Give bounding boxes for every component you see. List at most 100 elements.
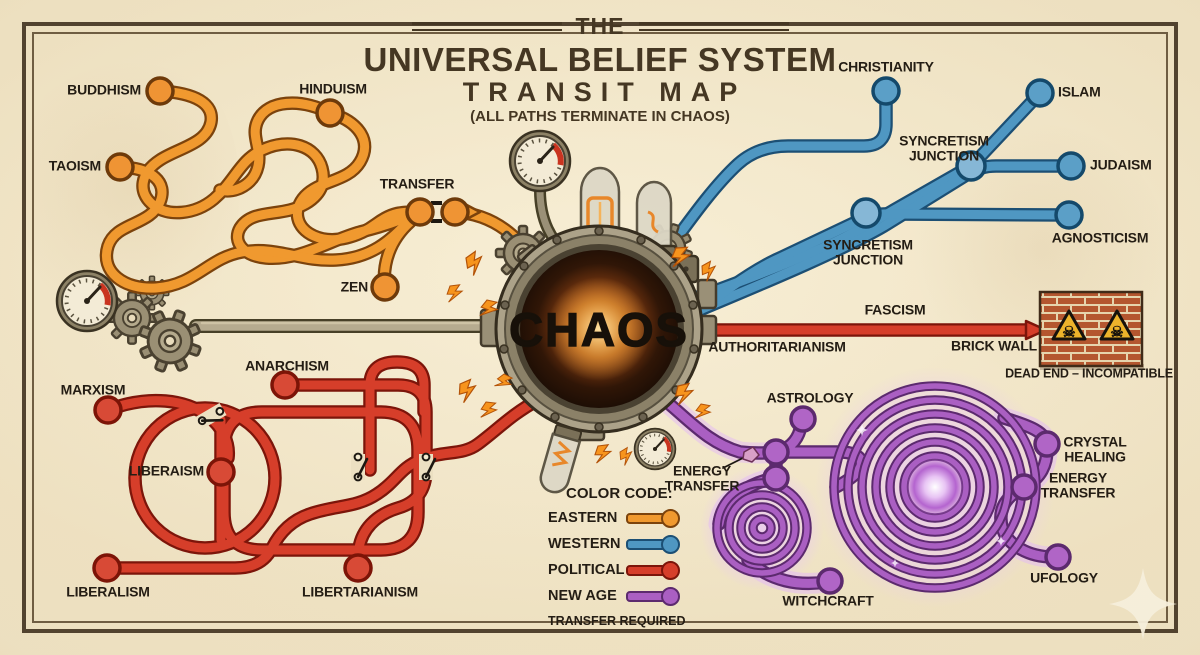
station-liberaism <box>206 457 236 487</box>
station-judaism <box>1056 151 1086 181</box>
legend-label: NEW AGE <box>548 588 617 604</box>
legend-station-dot <box>661 586 680 606</box>
legend-line-swatch <box>626 538 666 550</box>
station-transfer-b <box>440 197 470 227</box>
station-islam <box>1025 78 1055 108</box>
energy-orb-icon <box>905 457 965 517</box>
label-brick-wall: BRICK WALL <box>951 337 1037 354</box>
glass-vial-icon <box>539 424 583 494</box>
chaos-hub: CHAOS <box>479 131 718 494</box>
legend-label: POLITICAL <box>548 562 625 578</box>
label-zen: ZEN <box>340 278 369 295</box>
station-marxism <box>93 395 123 425</box>
legend-label: WESTERN <box>548 536 621 552</box>
label-taoism: TAOISM <box>48 157 101 174</box>
station-astrology <box>789 405 817 433</box>
label-energy-transfer-right: ENERGY TRANSFER <box>1040 469 1116 500</box>
label-buddhism: BUDDHISM <box>67 81 141 98</box>
pressure-gauge-icon <box>57 271 117 331</box>
new-age-lines <box>655 367 1072 607</box>
title-kicker: THE <box>575 13 625 39</box>
pressure-gauge-icon <box>510 131 570 191</box>
station-junction-2 <box>762 464 790 492</box>
legend-station-dot <box>661 508 680 528</box>
title-block: THE UNIVERSAL BELIEF SYSTEM TRANSIT MAP … <box>0 13 1200 125</box>
station-transfer-a <box>405 197 435 227</box>
station-energy-transfer-right <box>1010 473 1038 501</box>
label-judaism: JUDAISM <box>1090 156 1152 173</box>
station-crystal-healing <box>1033 430 1061 458</box>
legend-station-dot <box>661 560 680 580</box>
label-crystal-healing: CRYSTAL HEALING <box>1063 433 1127 464</box>
label-pointer <box>722 457 744 469</box>
label-transfer: TRANSFER <box>379 175 455 192</box>
corner-sparkle-icon <box>1109 568 1177 640</box>
brick-wall: ☠ ☠ <box>1038 290 1144 370</box>
station-buddhism <box>145 76 175 106</box>
station-syncretism-junction-upper <box>955 150 987 182</box>
label-dead-end: DEAD END – INCOMPATIBLE <box>1005 366 1173 381</box>
label-agnosticism: AGNOSTICISM <box>1051 229 1149 246</box>
political-lines <box>92 319 1048 583</box>
warning-skull-icon: ☠ <box>1051 309 1087 341</box>
svg-text:☠: ☠ <box>1062 324 1075 341</box>
label-authoritarianism: AUTHORITARIANISM <box>708 338 846 355</box>
legend-row-political: POLITICAL <box>548 557 753 583</box>
label-anarchism: ANARCHISM <box>245 357 329 374</box>
legend-heading: COLOR CODE: <box>566 485 673 502</box>
label-astrology: ASTROLOGY <box>766 389 854 406</box>
label-syncretism-junction-upper: SYNCRETISM JUNCTION <box>899 132 989 163</box>
legend-footnote: TRANSFER REQUIRED <box>548 614 686 628</box>
legend-row-new-age: NEW AGE <box>548 583 753 609</box>
steam-pipe-assembly <box>57 271 517 383</box>
station-energy-transfer-junction <box>762 438 790 466</box>
color-code-legend: COLOR CODE: EASTERN WESTERN POLITICAL NE… <box>548 485 753 628</box>
svg-text:☠: ☠ <box>1110 324 1123 341</box>
title-rule-left <box>411 22 562 31</box>
title-rule-right <box>638 22 789 31</box>
label-liberaism: LIBERAISM <box>128 462 204 479</box>
legend-label: EASTERN <box>548 510 618 526</box>
label-marxism: MARXISM <box>60 381 126 398</box>
station-libertarianism <box>343 553 373 583</box>
station-taoism <box>105 152 135 182</box>
page-title: UNIVERSAL BELIEF SYSTEM <box>363 41 837 78</box>
big-spiral <box>829 381 1041 593</box>
legend-line-swatch <box>626 564 666 576</box>
crystal-icon <box>742 446 760 463</box>
station-hinduism <box>315 98 345 128</box>
label-hinduism: HINDUISM <box>299 80 367 97</box>
station-zen <box>370 272 400 302</box>
station-witchcraft <box>816 567 844 595</box>
small-spiral <box>712 478 812 578</box>
label-libertarianism: LIBERTARIANISM <box>302 583 418 600</box>
label-energy-transfer-left: ENERGY TRANSFER <box>664 462 740 493</box>
legend-row-eastern: EASTERN <box>548 505 753 531</box>
western-lines <box>668 76 1086 320</box>
rivet-bolts <box>499 226 699 432</box>
station-ufology <box>1044 543 1072 571</box>
legend-station-dot <box>661 534 680 554</box>
eastern-lines <box>105 76 540 302</box>
label-syncretism-junction-lower: SYNCRETISM JUNCTION <box>823 236 913 267</box>
legend-row-western: WESTERN <box>548 531 753 557</box>
label-christianity: CHRISTIANITY <box>838 58 934 75</box>
station-agnosticism <box>1054 200 1084 230</box>
label-fascism: FASCISM <box>864 301 926 318</box>
label-witchcraft: WITCHCRAFT <box>782 592 874 609</box>
label-islam: ISLAM <box>1058 83 1101 100</box>
fascism-arrow-icon <box>1024 319 1048 341</box>
legend-line-swatch <box>626 590 666 602</box>
label-ufology: UFOLOGY <box>1030 569 1098 586</box>
warning-skull-icon: ☠ <box>1099 309 1135 341</box>
station-christianity <box>871 76 901 106</box>
station-syncretism-junction-lower <box>850 197 882 229</box>
station-liberalism <box>92 553 122 583</box>
title-tagline: (ALL PATHS TERMINATE IN CHAOS) <box>470 108 730 125</box>
legend-line-swatch <box>626 512 666 524</box>
label-liberalism: LIBERALISM <box>66 583 150 600</box>
page-subtitle: TRANSIT MAP <box>462 77 747 107</box>
station-anarchism <box>270 370 300 400</box>
